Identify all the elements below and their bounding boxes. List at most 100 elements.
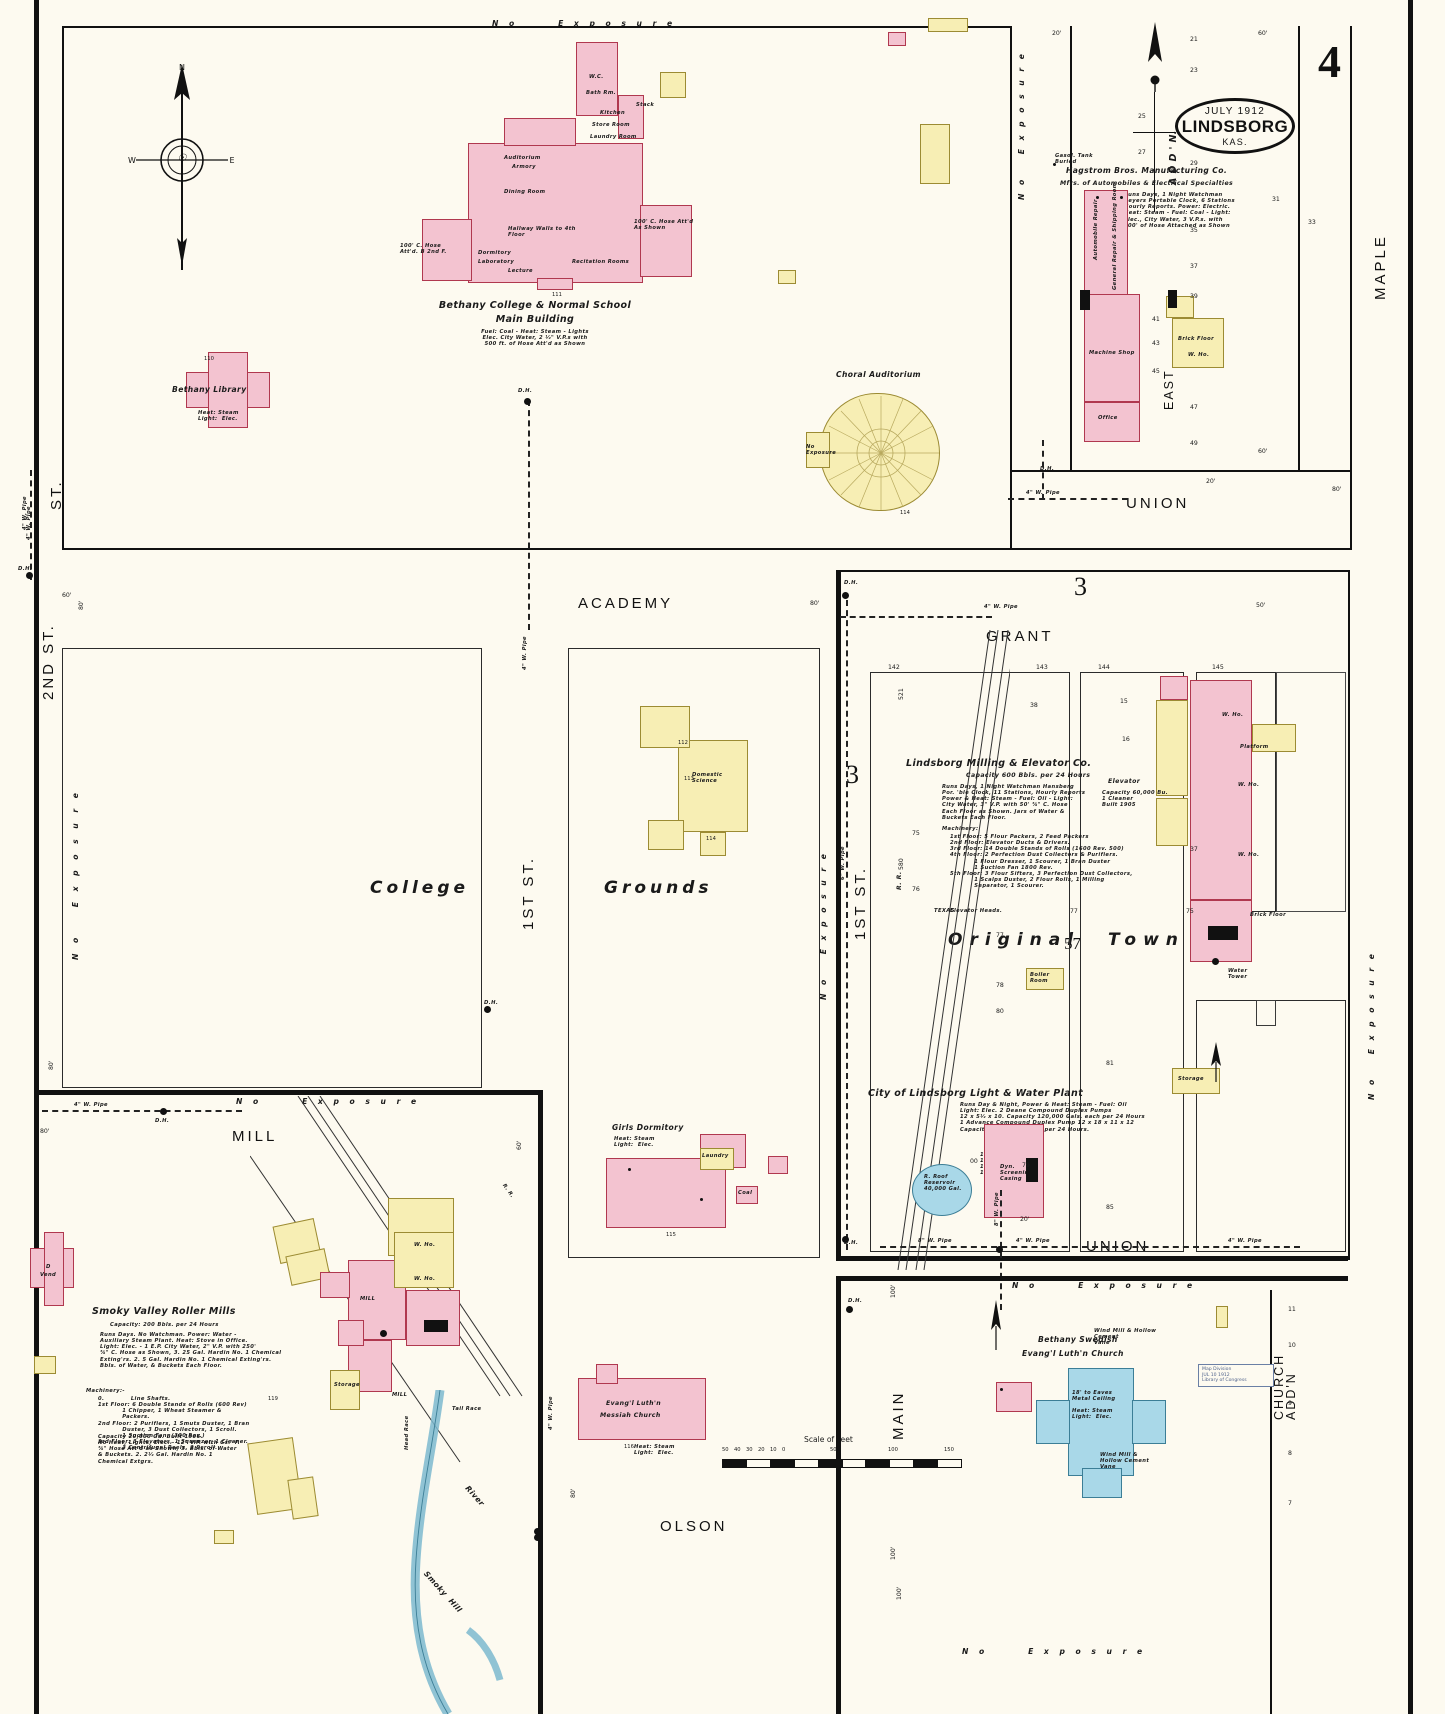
bethany-swedish-annex [996, 1382, 1032, 1412]
union-north-street-line [1010, 470, 1350, 472]
domestic-science-wing-nw [640, 706, 690, 748]
academy-street-label: ACADEMY [578, 595, 674, 612]
smoky-valley-note: Runs Days. No Watchman. Power: Water - A… [100, 1332, 282, 1369]
messiah-church-note: Heat: Steam Light: Elec. [634, 1444, 675, 1457]
church-lot-7: 7 [1288, 1500, 1292, 1507]
smoky-valley-mill-label: MILL [360, 1296, 376, 1302]
svg-text:☉: ☉ [178, 153, 188, 164]
college-block-east-edge [1010, 26, 1012, 550]
bethany-main-annex-ne [618, 95, 644, 139]
bethany-main-num: 111 [552, 292, 562, 298]
academy-pipe-vertical [528, 400, 530, 630]
north-arrow-church [991, 1300, 1001, 1350]
maple-lot-37: 37 [1190, 263, 1198, 270]
bethany-main-wing-west [422, 219, 472, 281]
choral-auditorium-building [820, 393, 940, 511]
north-arrow-small [1211, 1042, 1221, 1082]
bethany-room-wc: W.C. [589, 74, 604, 80]
grant-street-label: GRANT [986, 628, 1054, 645]
smoky-valley-engine [406, 1290, 460, 1346]
bethany-outbuilding-a [660, 72, 686, 98]
dh-label-maple: D.H. [1040, 466, 1055, 472]
elevator-annex-e [1160, 676, 1188, 700]
scale-tick-50r: 50 [830, 1446, 837, 1453]
domestic-science-wing-sw [648, 820, 684, 850]
choral-entry-wing [806, 432, 830, 468]
college-label: College [370, 878, 470, 898]
top-small-bldg-a [928, 18, 968, 32]
scale-bar: Scale of Feet 50 40 30 20 10 0 50 100 15… [722, 1435, 962, 1468]
pipe-block3-vert-label: 6" W. Pipe [840, 846, 846, 880]
bethany-room-dormitory: Dormitory [478, 250, 512, 256]
dim-80-mill: 80' [40, 1128, 50, 1135]
gasol-tank-marker [1053, 163, 1056, 166]
smoky-valley-outbuilding [34, 1356, 56, 1374]
dim-100-church-b: 100' [890, 1546, 897, 1560]
dim-521: 521 [898, 688, 905, 700]
milling-capacity: Capacity 600 Bbls. per 24 Hours [966, 772, 1091, 779]
first-street-label-north: 1ST ST. [520, 855, 537, 930]
bethany-swedish-vent2: Wind Mill & Hollow Cement Vane [1100, 1452, 1150, 1471]
pipe-top-left-label: 4" W. Pipe [22, 496, 28, 530]
block3-num-75-label: 75 [1186, 908, 1194, 915]
hagstrom-dark-a [1080, 290, 1090, 310]
smoky-valley-warehouse-b [394, 1232, 454, 1288]
bethany-room-auditorium: Auditorium [504, 155, 541, 161]
church-street-label: CHURCH [1272, 1353, 1286, 1420]
no-exposure-bottom: N o E x p o s u r e [1012, 1281, 1197, 1290]
scale-tick-20: 20 [758, 1446, 765, 1453]
svg-text:E: E [229, 156, 234, 165]
union-north-street-line2 [1002, 548, 1350, 550]
milling-note: Runs Days, 1 Night Watchman Hansberg Por… [942, 784, 1086, 821]
cartouche-date: JULY 1912 [1204, 105, 1266, 117]
bethany-hose-note-a: 100' C. Hose Att'd As Shown [634, 219, 694, 232]
maple-street-line [1350, 26, 1352, 550]
elevator-building [1190, 680, 1252, 900]
water-pipe-union [880, 1246, 1300, 1248]
dim-80-mill-south: 80' [570, 1488, 577, 1498]
block3-num-37: 37 [1190, 846, 1198, 853]
bethany-main-building [468, 143, 643, 283]
bethany-main-annex-north [576, 42, 618, 116]
smoky-valley-num: 119 [268, 1396, 278, 1402]
scale-tick-100: 100 [888, 1446, 898, 1453]
block3-num-78: 78 [996, 982, 1004, 989]
bethany-room-lecture: Lecture [508, 268, 533, 274]
first-street-label-mid: 1ST ST. [852, 865, 869, 940]
messiah-church-title-2: Messiah Church [600, 1412, 661, 1419]
church-outbuilding [1216, 1306, 1228, 1328]
hagstrom-marker-b [1120, 196, 1123, 199]
elevator-note: Capacity 60,000 Bu. 1 Cleaner Built 1905 [1102, 790, 1169, 809]
maple-lot-49: 49 [1190, 440, 1198, 447]
bethany-swedish-nave [1068, 1368, 1134, 1476]
girls-dormitory-title: Girls Dormitory [612, 1123, 684, 1132]
olson-street-label: OLSON [660, 1518, 728, 1535]
hagstrom-note: Runs Days, 1 Night Watchman Beyers Porta… [1124, 192, 1235, 229]
messiah-church-title-1: Evang'l Luth'n [606, 1400, 662, 1407]
scale-tick-150: 150 [944, 1446, 954, 1453]
bethany-outbuilding-b [920, 124, 950, 184]
girls-dormitory-laundry [700, 1148, 734, 1170]
cartouche-city: LINDSBORG [1181, 116, 1289, 136]
domestic-science-building [678, 740, 748, 832]
maple-lot-41: 41 [1152, 316, 1160, 323]
elevator-warehouse-a: W. Ho. [1222, 712, 1244, 718]
scale-tick-10: 10 [770, 1446, 777, 1453]
block3-lot-se [1196, 1000, 1346, 1252]
smoky-valley-dwelling-wing [44, 1232, 64, 1306]
elevator-annex-c [1252, 724, 1296, 752]
smoky-valley-storage [330, 1370, 360, 1410]
dorm-marker-a [628, 1168, 631, 1171]
block3-num-143: 143 [1036, 664, 1048, 671]
dim-80-left: 80' [78, 600, 85, 610]
addition-north-label: A D D ' N. [1168, 130, 1179, 185]
smoky-valley-shed-a [338, 1320, 364, 1346]
maple-lot-27: 27 [1138, 149, 1146, 156]
hydrant-main [996, 1246, 1003, 1253]
water-pipe-union-north-vertical [1042, 440, 1044, 500]
title-cartouche: JULY 1912 LINDSBORG KAS. [1175, 98, 1295, 154]
water-tower-marker [1212, 958, 1219, 965]
block3-num-142: 142 [888, 664, 900, 671]
smoky-valley-bottom-note: Capacity 20,000 Gu. Built 1906. No Heat,… [98, 1434, 240, 1465]
